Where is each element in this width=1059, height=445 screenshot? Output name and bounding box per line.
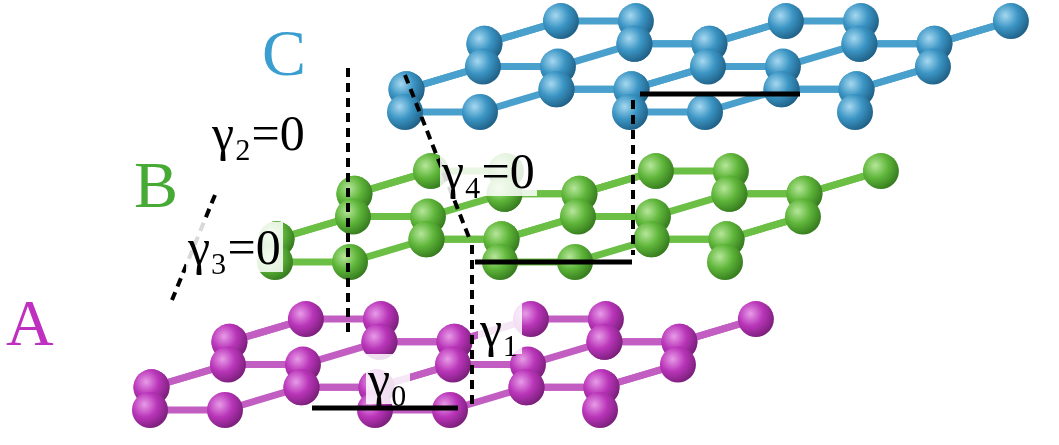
carbon-atom xyxy=(132,392,168,428)
carbon-atom xyxy=(408,221,444,257)
gamma0-bond xyxy=(312,406,458,411)
carbon-atom xyxy=(841,26,877,62)
carbon-atom xyxy=(612,94,648,130)
carbon-atom xyxy=(763,71,799,107)
carbon-atom xyxy=(543,3,579,39)
hopping-label: γ₃=0 xyxy=(186,222,283,272)
carbon-atom xyxy=(288,301,324,337)
carbon-atom xyxy=(660,347,696,383)
carbon-atom xyxy=(711,176,747,212)
carbon-atom xyxy=(837,94,873,130)
carbon-atom xyxy=(408,221,444,257)
carbon-atom xyxy=(387,94,423,130)
carbon-atom xyxy=(560,199,596,235)
carbon-atom xyxy=(210,347,246,383)
hopping-lines xyxy=(172,68,800,408)
carbon-atom xyxy=(508,369,544,405)
carbon-atom xyxy=(582,392,618,428)
carbon-atom xyxy=(841,26,877,62)
carbon-atom xyxy=(711,176,747,212)
carbon-atom xyxy=(690,49,726,85)
carbon-atom xyxy=(586,324,622,360)
layer-letter: C xyxy=(260,20,308,86)
hopping-label: γ₂=0 xyxy=(210,108,307,158)
layer-b xyxy=(257,153,899,280)
gamma1-hop xyxy=(470,245,474,405)
carbon-atom xyxy=(435,347,471,383)
carbon-atom xyxy=(538,71,574,107)
carbon-atom xyxy=(707,244,743,280)
hopping-label: γ₁ xyxy=(478,304,522,354)
carbon-atom xyxy=(863,153,899,189)
carbon-atom xyxy=(335,199,371,235)
layer-c xyxy=(387,3,1029,130)
carbon-atom xyxy=(633,221,669,257)
layer-letter: A xyxy=(4,290,56,356)
carbon-atom xyxy=(462,94,498,130)
layer-a xyxy=(132,301,774,428)
carbon-atom xyxy=(538,71,574,107)
intralayer-bond xyxy=(640,92,800,97)
carbon-atom xyxy=(785,199,821,235)
carbon-atom xyxy=(207,392,243,428)
carbon-atom xyxy=(616,26,652,62)
hopping-label: γ₄=0 xyxy=(440,146,537,196)
intralayer-bond xyxy=(475,260,632,265)
carbon-atom xyxy=(768,3,804,39)
interlayer-hop xyxy=(631,100,635,255)
carbon-atom xyxy=(633,221,669,257)
carbon-atom xyxy=(508,369,544,405)
layer-letter: B xyxy=(132,152,180,218)
carbon-atom xyxy=(763,71,799,107)
hopping-label: γ₀ xyxy=(366,354,410,404)
carbon-atom xyxy=(283,369,319,405)
carbon-atom xyxy=(283,369,319,405)
carbon-atom xyxy=(687,94,723,130)
carbon-atom xyxy=(616,26,652,62)
carbon-atom xyxy=(465,49,501,85)
carbon-atom xyxy=(993,3,1029,39)
carbon-atom xyxy=(738,301,774,337)
carbon-atom xyxy=(915,49,951,85)
carbon-atom xyxy=(586,324,622,360)
carbon-atom xyxy=(638,153,674,189)
gamma2-hop xyxy=(346,68,350,332)
